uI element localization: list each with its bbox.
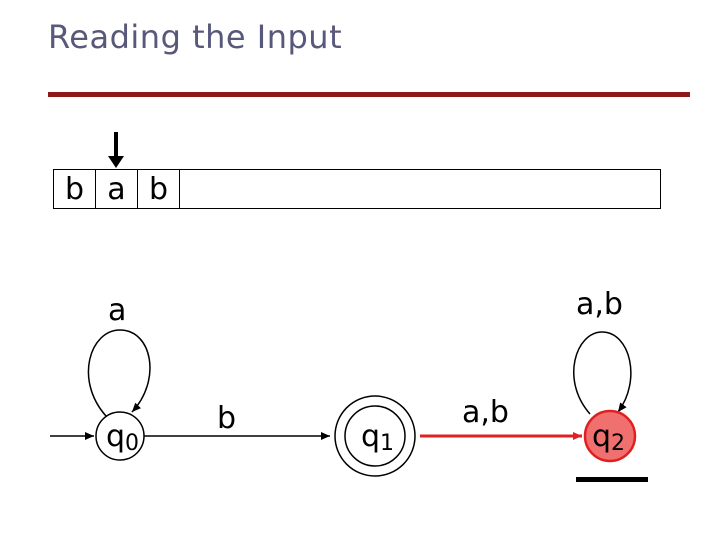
state-q2: q2 bbox=[583, 409, 637, 463]
tape-cell: a bbox=[96, 170, 138, 208]
input-tape: b a b bbox=[53, 169, 661, 209]
transition-label: b bbox=[217, 401, 236, 436]
page-title: Reading the Input bbox=[48, 18, 343, 56]
transition-label: a,b bbox=[576, 287, 623, 322]
state-label: q2 bbox=[592, 419, 625, 456]
state-label: q0 bbox=[106, 419, 139, 456]
transition-label: a,b bbox=[462, 395, 509, 430]
state-label: q1 bbox=[361, 419, 394, 456]
tape-cell: b bbox=[54, 170, 96, 208]
current-state-marker bbox=[576, 477, 648, 482]
tape-head-arrow-icon bbox=[108, 132, 124, 168]
transition-label: a bbox=[108, 293, 126, 328]
title-divider bbox=[48, 92, 690, 97]
tape-cell: b bbox=[138, 170, 180, 208]
state-q0: q0 bbox=[95, 411, 145, 461]
transition-q0-q0 bbox=[87, 329, 151, 417]
state-q1: q1 bbox=[334, 395, 416, 477]
transition-q2-q2 bbox=[573, 331, 632, 415]
